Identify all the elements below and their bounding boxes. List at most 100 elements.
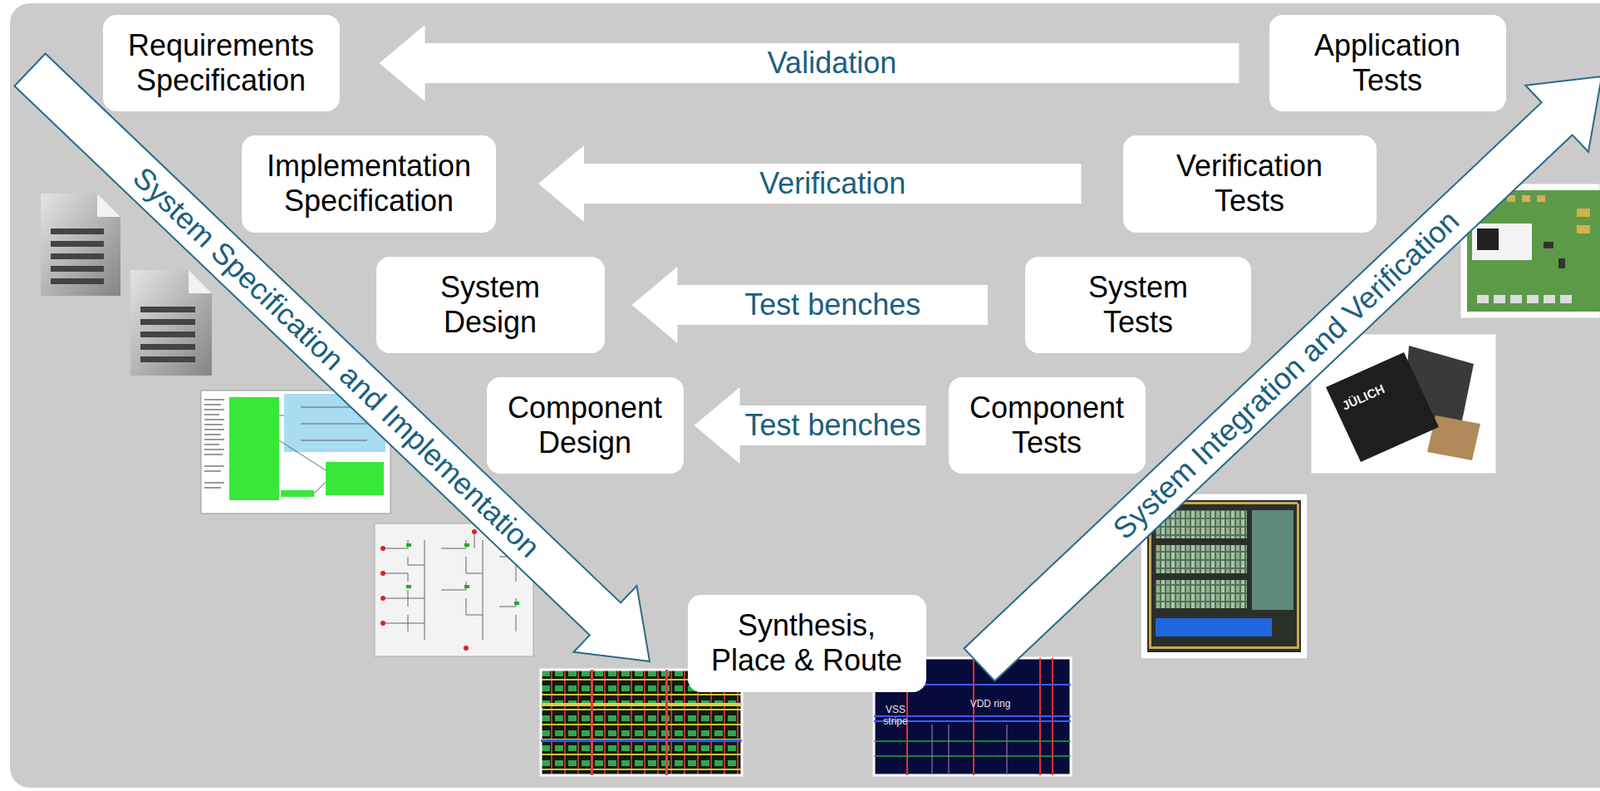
block-schematic: [280, 490, 315, 497]
block-schematic: [204, 398, 225, 401]
block-schematic: [204, 413, 220, 416]
block-schematic: [314, 481, 326, 494]
stage-box: System Design: [376, 256, 605, 354]
gate-schematic: [441, 539, 483, 574]
power-layout-image: [948, 724, 950, 776]
gate-schematic: [514, 601, 520, 605]
document-icon: [188, 269, 212, 294]
power-layout-image: [932, 724, 1007, 776]
pcb-photo: [1536, 195, 1546, 202]
pcb-photo: [1576, 208, 1591, 217]
block-schematic: [300, 440, 368, 442]
pcb-photo: [1560, 294, 1572, 304]
arrow-label: Validation: [765, 45, 899, 80]
gate-schematic: [382, 598, 425, 624]
power-layout-image: [1006, 724, 1008, 776]
gate-schematic: [464, 543, 470, 547]
pcb-photo: [1477, 294, 1489, 304]
power-layout-image: [873, 755, 1071, 757]
power-layout-image: [873, 741, 1071, 756]
gate-schematic: [380, 529, 477, 651]
document-icon: [50, 253, 104, 260]
stage-label: Synthesis, Place & Route: [705, 608, 909, 678]
gate-schematic: [380, 570, 386, 576]
document-icon: [40, 193, 121, 296]
die-photo: [1147, 500, 1301, 653]
gate-schematic: [464, 584, 470, 589]
layout-image: [540, 702, 742, 707]
gate-schematic: [382, 539, 425, 565]
block-arrow: [694, 387, 927, 464]
pcb-photo: [1477, 294, 1572, 304]
gate-schematic: [463, 645, 469, 651]
block-schematic: [204, 438, 225, 441]
block-schematic: [279, 407, 368, 494]
gate-schematic: [380, 595, 386, 601]
die-photo: [1155, 579, 1247, 609]
stage-box: Application Tests: [1269, 14, 1507, 112]
gate-schematic: [380, 545, 386, 551]
document-icon: [50, 228, 104, 235]
block-schematic: [204, 443, 220, 446]
pcb-photo: [1521, 195, 1531, 202]
document-icon: [140, 319, 196, 325]
document-icon: [40, 193, 121, 296]
stage-box: System Tests: [1025, 256, 1252, 354]
die-photo: [1155, 544, 1247, 574]
stage-label: Component Design: [501, 390, 668, 461]
gate-schematic: [382, 531, 516, 640]
arrow-label: Test benches: [741, 407, 923, 442]
document-icon: [140, 343, 196, 350]
arrow-label: Test benches: [741, 287, 923, 322]
gate-schematic: [482, 539, 484, 640]
gate-schematic: [441, 581, 483, 615]
stage-box: Requirements Specification: [103, 14, 340, 112]
block-schematic: [204, 453, 223, 456]
stage-box: Synthesis, Place & Route: [687, 594, 927, 693]
layout-annotation: VSS stripe: [876, 704, 915, 728]
pcb-photo: [1477, 228, 1499, 251]
gate-schematic: [424, 539, 426, 640]
block-schematic: [204, 465, 225, 467]
block-schematic: [229, 397, 280, 501]
block-schematic: [204, 448, 225, 451]
block-schematic: [204, 398, 225, 489]
document-icon: [130, 269, 212, 376]
document-icon: [140, 306, 196, 313]
stage-label: Implementation Specification: [256, 148, 481, 219]
gate-schematic: [382, 573, 425, 599]
block-schematic: [204, 470, 221, 472]
document-icon: [140, 356, 196, 363]
gate-schematic: [499, 598, 516, 632]
block-schematic: [204, 418, 225, 421]
document-icon: [50, 265, 104, 272]
chip-marking: JÜLICH: [1339, 381, 1388, 413]
block-arrow: [379, 24, 1240, 102]
layout-image: [590, 669, 594, 776]
document-icon: [140, 331, 196, 338]
stage-label: System Tests: [1079, 269, 1197, 340]
document-icon: [130, 269, 212, 376]
stage-box: Implementation Specification: [241, 135, 496, 233]
pcb-photo: [1493, 294, 1506, 304]
block-arrow: [538, 145, 1082, 222]
pcb-photo: [1543, 241, 1554, 249]
block-schematic: [204, 403, 221, 406]
block-schematic: [279, 440, 326, 471]
pcb-photo: [1576, 225, 1591, 234]
document-icon: [50, 278, 104, 285]
die-photo: [1296, 503, 1300, 649]
pcb-photo: [1472, 223, 1532, 261]
stage-label: Component Tests: [963, 390, 1130, 461]
die-photo: [1155, 618, 1272, 637]
stage-label: System Design: [431, 269, 549, 340]
stage-label: Requirements Specification: [117, 28, 325, 99]
stage-box: Component Design: [486, 377, 684, 474]
document-icon: [97, 193, 121, 217]
die-photo: [1150, 646, 1298, 649]
gate-schematic: [406, 543, 412, 547]
gate-schematic: [380, 620, 386, 626]
die-photo: [1148, 501, 1300, 649]
block-arrow: [632, 266, 989, 344]
phase-arrow: [14, 53, 650, 663]
